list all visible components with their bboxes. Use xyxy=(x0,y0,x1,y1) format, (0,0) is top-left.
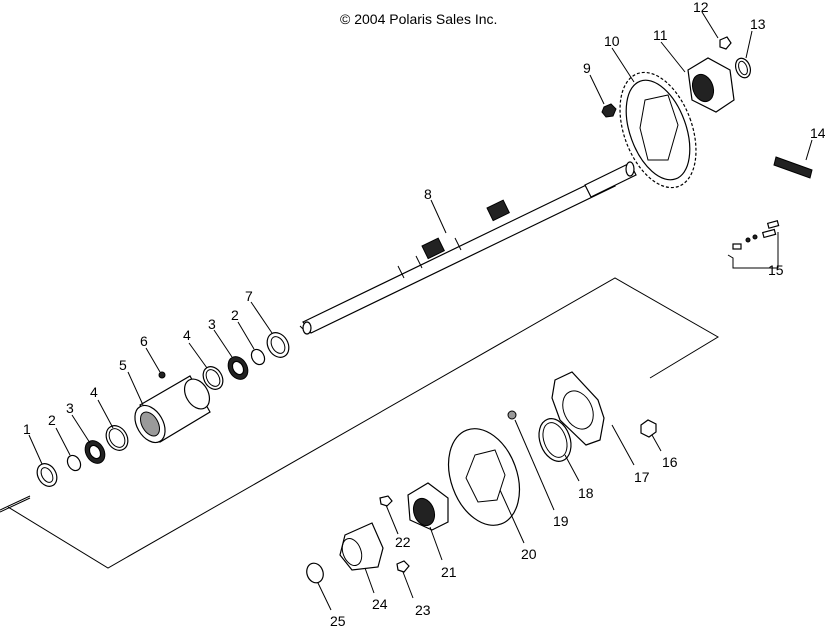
callout-24: 24 xyxy=(372,596,388,612)
callout-9: 9 xyxy=(583,60,591,76)
nut-part-16 xyxy=(640,419,657,438)
callout-16: 16 xyxy=(662,454,678,470)
brake-hub-part-21 xyxy=(407,482,449,531)
seal-part-1 xyxy=(36,463,58,487)
housing-part-24 xyxy=(339,522,384,571)
callout-13: 13 xyxy=(750,16,766,32)
callout-23: 23 xyxy=(415,602,431,618)
bolt-part-23 xyxy=(396,560,410,573)
callout-14: 14 xyxy=(810,125,825,141)
nut-part-19 xyxy=(507,410,517,420)
bearing-part-3a xyxy=(84,440,106,464)
ring-part-13 xyxy=(734,57,752,79)
callout-25: 25 xyxy=(330,613,346,627)
callout-21: 21 xyxy=(441,564,457,580)
callout-12: 12 xyxy=(693,0,709,15)
ring-part-2b xyxy=(250,348,266,366)
master-link-part-15 xyxy=(732,220,780,250)
callout-4a: 4 xyxy=(90,384,98,400)
callout-2b: 2 xyxy=(231,307,239,323)
callout-19: 19 xyxy=(553,513,569,529)
callout-11: 11 xyxy=(653,27,668,43)
ring-part-2a xyxy=(66,454,82,472)
grease-fitting-part-6 xyxy=(158,371,166,379)
bolt-part-22 xyxy=(379,495,393,507)
copyright-text: © 2004 Polaris Sales Inc. xyxy=(340,11,497,27)
nut-part-9 xyxy=(601,103,617,118)
callout-3b: 3 xyxy=(208,316,216,332)
hub-part-11 xyxy=(687,57,735,113)
bolt-part-12 xyxy=(719,36,732,50)
callout-20: 20 xyxy=(521,546,537,562)
bearing-part-3b xyxy=(227,356,249,380)
callout-4b: 4 xyxy=(183,327,191,343)
snap-ring-part-18 xyxy=(538,418,572,462)
assembly-outline-left xyxy=(0,495,31,511)
callout-3a: 3 xyxy=(66,400,74,416)
callout-6: 6 xyxy=(140,333,148,349)
brake-disc-part-20 xyxy=(447,428,521,526)
callout-18: 18 xyxy=(578,485,594,501)
callout-15: 15 xyxy=(768,262,784,278)
seal-part-7 xyxy=(266,332,290,358)
axle-part xyxy=(299,161,637,335)
callout-17: 17 xyxy=(634,469,650,485)
chain-part-14 xyxy=(773,156,813,179)
callout-7: 7 xyxy=(245,288,253,304)
callout-8: 8 xyxy=(424,186,432,202)
assembly-boundary-line xyxy=(0,497,31,513)
spacer-part-4a xyxy=(105,425,129,451)
assembly-outline xyxy=(7,277,719,569)
callout-1: 1 xyxy=(23,421,31,437)
sprocket-part-10 xyxy=(619,71,697,189)
bearing-housing-part-5 xyxy=(134,375,211,444)
ring-part-25 xyxy=(306,562,324,584)
brake-bracket-part-17 xyxy=(551,371,605,446)
callout-22: 22 xyxy=(395,534,411,550)
leader-lines xyxy=(28,11,813,611)
callout-2a: 2 xyxy=(48,412,56,428)
callout-labels: 1 2 3 4 5 6 4 3 2 7 8 9 10 11 12 13 14 1… xyxy=(23,0,825,627)
callout-5: 5 xyxy=(119,357,127,373)
callout-10: 10 xyxy=(604,33,620,49)
